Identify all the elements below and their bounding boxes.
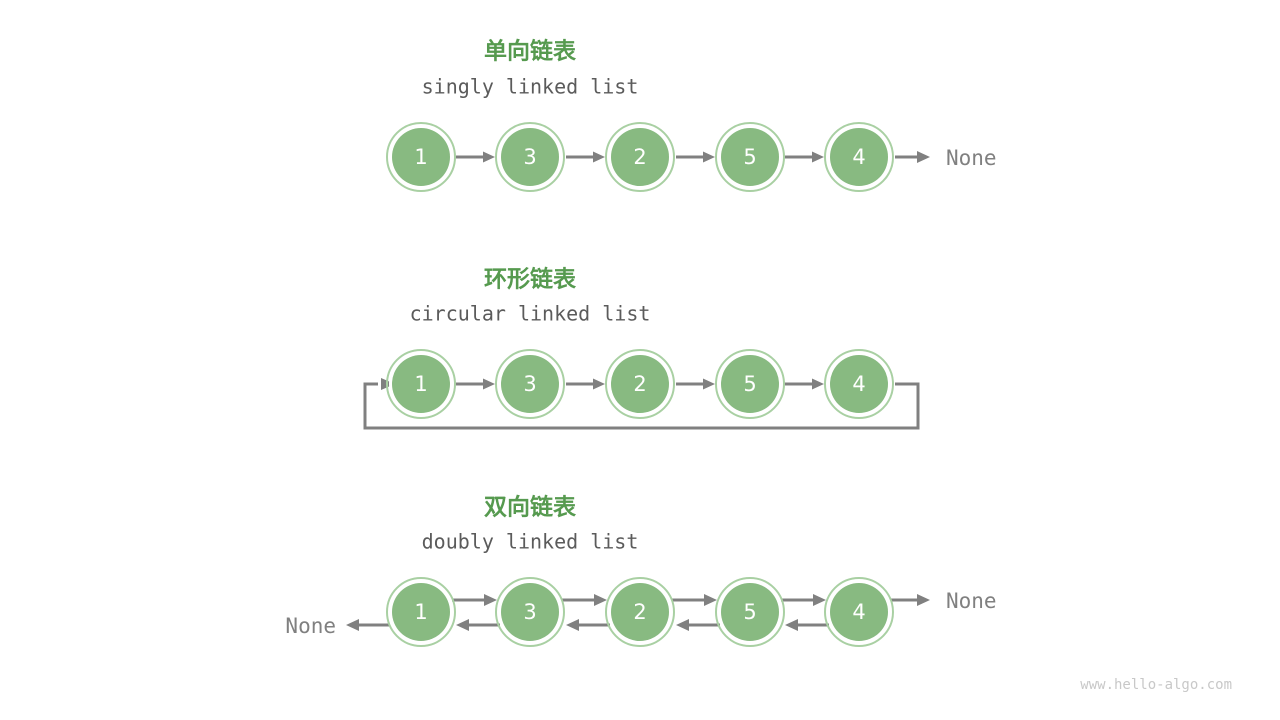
node-outer-ring bbox=[495, 349, 565, 419]
arrow-head-icon bbox=[346, 619, 359, 631]
arrow-head-icon bbox=[566, 619, 579, 631]
node-body bbox=[830, 583, 888, 641]
node-doubly-3[interactable]: 5 bbox=[715, 577, 785, 647]
links-forward-circular bbox=[456, 378, 824, 390]
node-value: 5 bbox=[743, 145, 756, 169]
node-body bbox=[721, 128, 779, 186]
loopback-path bbox=[363, 382, 920, 430]
section-title-cn-singly: 单向链表 bbox=[484, 38, 577, 65]
node-body bbox=[501, 355, 559, 413]
arrow-head-icon bbox=[484, 594, 497, 606]
arrow-head-icon bbox=[785, 619, 798, 631]
node-outer-ring bbox=[495, 577, 565, 647]
links-forward-doubly bbox=[452, 594, 930, 606]
arrow-head-icon bbox=[483, 378, 495, 390]
node-doubly-2[interactable]: 2 bbox=[605, 577, 675, 647]
node-value: 4 bbox=[852, 372, 865, 396]
arrow-head-icon bbox=[704, 594, 717, 606]
node-value: 5 bbox=[743, 372, 756, 396]
arrow-head-icon bbox=[483, 151, 495, 163]
node-outer-ring bbox=[715, 577, 785, 647]
node-singly-0[interactable]: 1 bbox=[386, 122, 456, 192]
node-body bbox=[392, 355, 450, 413]
section-subtitle-en-circular: circular linked list bbox=[410, 302, 651, 326]
node-outer-ring bbox=[824, 122, 894, 192]
node-body bbox=[721, 355, 779, 413]
section-singly: 单向链表 singly linked list 1 bbox=[386, 38, 997, 192]
section-title-cn-doubly: 双向链表 bbox=[484, 494, 577, 521]
section-subtitle-en-doubly: doubly linked list bbox=[422, 530, 639, 554]
node-circular-3[interactable]: 5 bbox=[715, 349, 785, 419]
arrow-head-icon bbox=[593, 378, 605, 390]
section-doubly: 双向链表 doubly linked list bbox=[285, 494, 997, 647]
node-singly-3[interactable]: 5 bbox=[715, 122, 785, 192]
terminator-none-right-doubly: None bbox=[946, 589, 997, 613]
node-body bbox=[392, 128, 450, 186]
watermark-text: www.hello-algo.com bbox=[1080, 677, 1232, 693]
arrow-head-icon bbox=[812, 378, 824, 390]
terminator-none-right-singly: None bbox=[946, 146, 997, 170]
terminator-none-left-doubly: None bbox=[285, 614, 336, 638]
node-outer-ring bbox=[605, 577, 675, 647]
node-doubly-1[interactable]: 3 bbox=[495, 577, 565, 647]
node-body bbox=[721, 583, 779, 641]
node-outer-ring bbox=[715, 122, 785, 192]
node-value: 4 bbox=[852, 145, 865, 169]
node-body bbox=[501, 583, 559, 641]
node-outer-ring bbox=[495, 122, 565, 192]
section-subtitle-en-singly: singly linked list bbox=[422, 75, 639, 99]
arrow-head-icon bbox=[917, 151, 930, 163]
arrow-head-icon bbox=[703, 151, 715, 163]
node-doubly-4[interactable]: 4 bbox=[824, 577, 894, 647]
node-value: 5 bbox=[743, 600, 756, 624]
node-body bbox=[611, 128, 669, 186]
node-singly-2[interactable]: 2 bbox=[605, 122, 675, 192]
node-circular-0[interactable]: 1 bbox=[386, 349, 456, 419]
node-body bbox=[830, 128, 888, 186]
node-circular-1[interactable]: 3 bbox=[495, 349, 565, 419]
arrow-head-icon bbox=[676, 619, 689, 631]
arrow-head-icon bbox=[813, 594, 826, 606]
links-forward-singly bbox=[456, 151, 930, 163]
node-singly-1[interactable]: 3 bbox=[495, 122, 565, 192]
arrow-head-icon bbox=[812, 151, 824, 163]
arrow-head-icon bbox=[593, 151, 605, 163]
section-title-cn-circular: 环形链表 bbox=[484, 266, 577, 293]
node-outer-ring bbox=[715, 349, 785, 419]
node-value: 2 bbox=[633, 372, 646, 396]
node-doubly-0[interactable]: 1 bbox=[386, 577, 456, 647]
links-backward-doubly bbox=[346, 619, 829, 631]
node-outer-ring bbox=[386, 577, 456, 647]
node-circular-2[interactable]: 2 bbox=[605, 349, 675, 419]
section-circular: 环形链表 circular linked list bbox=[363, 266, 920, 430]
node-circular-4[interactable]: 4 bbox=[824, 349, 894, 419]
node-value: 3 bbox=[523, 372, 536, 396]
arrow-head-icon bbox=[456, 619, 469, 631]
node-body bbox=[501, 128, 559, 186]
node-value: 3 bbox=[523, 600, 536, 624]
node-singly-4[interactable]: 4 bbox=[824, 122, 894, 192]
node-body bbox=[830, 355, 888, 413]
node-outer-ring bbox=[386, 349, 456, 419]
node-outer-ring bbox=[605, 122, 675, 192]
node-value: 2 bbox=[633, 145, 646, 169]
node-body bbox=[611, 355, 669, 413]
node-value: 3 bbox=[523, 145, 536, 169]
node-value: 1 bbox=[414, 145, 427, 169]
node-outer-ring bbox=[824, 349, 894, 419]
node-body bbox=[392, 583, 450, 641]
node-outer-ring bbox=[605, 349, 675, 419]
arrow-head-icon bbox=[703, 378, 715, 390]
node-outer-ring bbox=[824, 577, 894, 647]
node-value: 4 bbox=[852, 600, 865, 624]
node-value: 1 bbox=[414, 600, 427, 624]
arrow-head-icon bbox=[594, 594, 607, 606]
node-value: 2 bbox=[633, 600, 646, 624]
node-outer-ring bbox=[386, 122, 456, 192]
node-value: 1 bbox=[414, 372, 427, 396]
arrow-head-icon bbox=[917, 594, 930, 606]
node-body bbox=[611, 583, 669, 641]
